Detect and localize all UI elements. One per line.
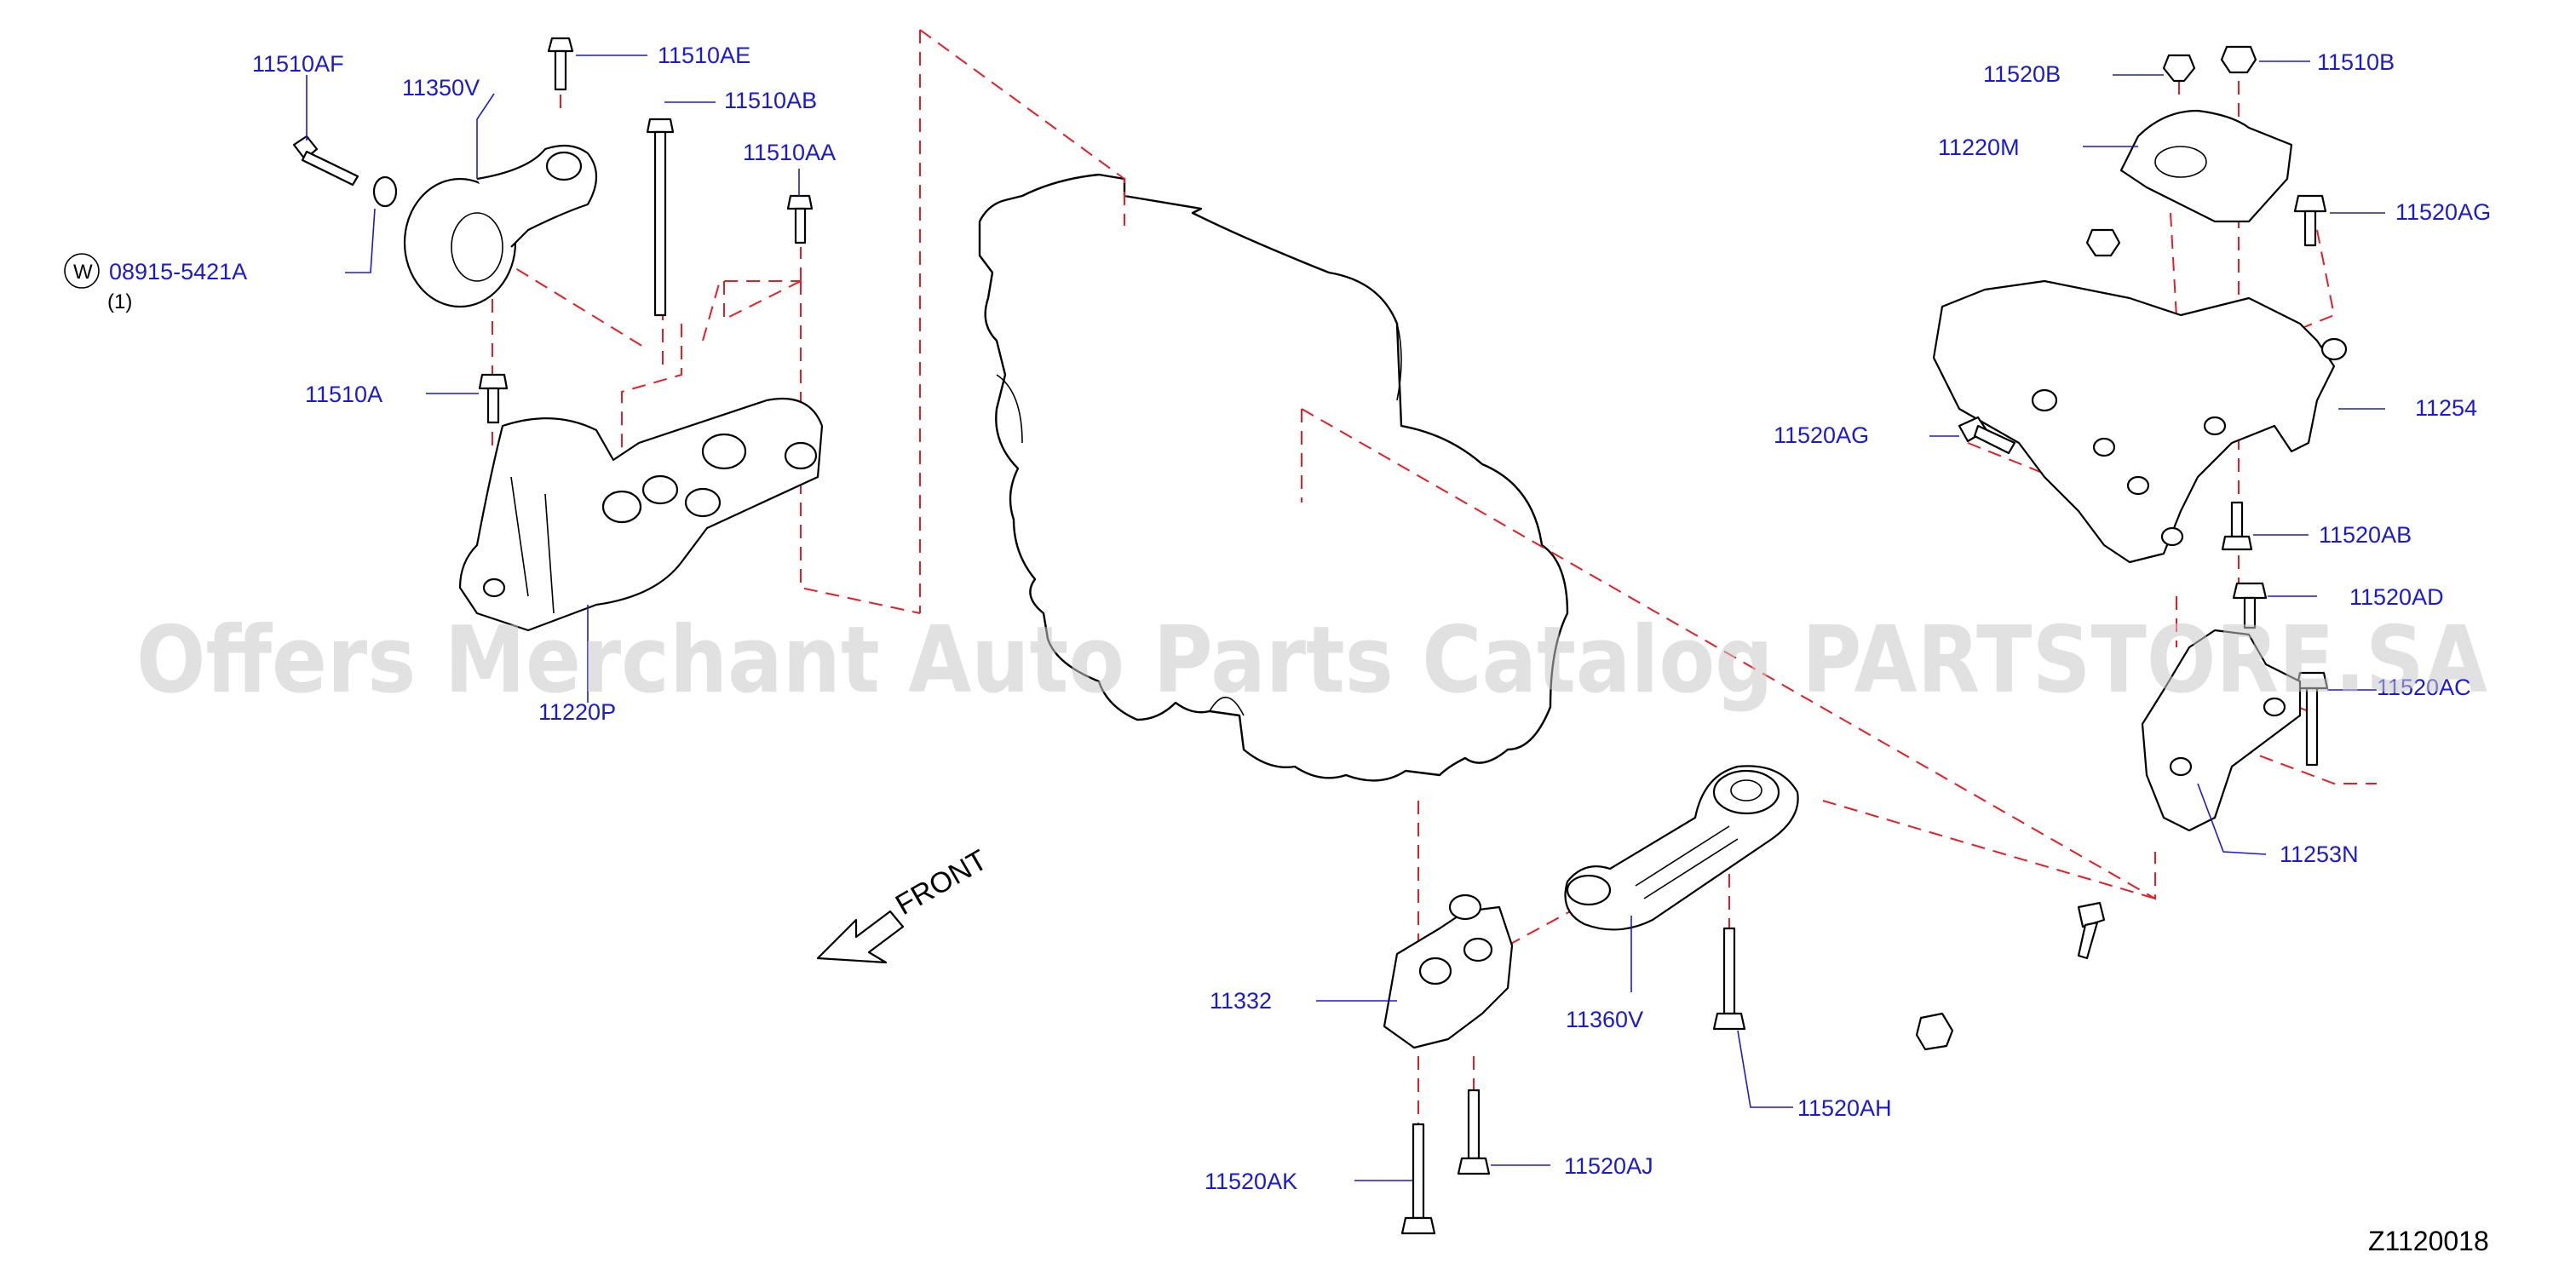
- part-11253N-bracket[interactable]: [2141, 629, 2302, 832]
- label-11520AB[interactable]: 11520AB: [2319, 522, 2412, 548]
- label-11520AJ[interactable]: 11520AJ: [1564, 1153, 1653, 1179]
- part-11510B-nut[interactable]: [2220, 45, 2257, 74]
- svg-text:W: W: [73, 261, 93, 284]
- label-11510AA[interactable]: 11510AA: [743, 140, 836, 165]
- part-11510AA-bolt[interactable]: [786, 194, 814, 244]
- part-nut-lower-right[interactable]: [1915, 1012, 1954, 1051]
- label-11520AD[interactable]: 11520AD: [2349, 584, 2444, 610]
- label-11510B[interactable]: 11510B: [2317, 49, 2395, 75]
- label-11332[interactable]: 11332: [1210, 988, 1272, 1014]
- part-bolt-lower-right[interactable]: [2077, 901, 2106, 960]
- part-11520AK-bolt[interactable]: [1400, 1123, 1436, 1235]
- label-11520AC[interactable]: 11520AC: [2377, 675, 2471, 700]
- front-label: FRONT: [890, 843, 992, 921]
- label-11253N[interactable]: 11253N: [2280, 842, 2359, 867]
- part-11220P-mount[interactable]: [458, 397, 824, 632]
- part-11520AC-bolt[interactable]: [2295, 671, 2329, 767]
- part-11510AF-bolt[interactable]: [292, 135, 359, 187]
- part-11254-bracket[interactable]: [1932, 279, 2348, 564]
- part-11520AB-bolt[interactable]: [2221, 501, 2253, 551]
- label-11360V[interactable]: 11360V: [1566, 1007, 1643, 1032]
- label-11520B[interactable]: 11520B: [1983, 61, 2061, 87]
- part-11332-mount[interactable]: [1383, 893, 1514, 1049]
- label-11220P[interactable]: 11220P: [538, 699, 616, 725]
- part-11220M-mount[interactable]: [2119, 109, 2293, 223]
- watermark-text: Offers Merchant Auto Parts Catalog PARTS…: [136, 607, 2487, 714]
- label-11254[interactable]: 11254: [2415, 395, 2477, 421]
- label-11220M[interactable]: 11220M: [1938, 135, 2020, 160]
- washer-symbol-icon: W: [64, 253, 100, 289]
- label-11520AH[interactable]: 11520AH: [1797, 1095, 1892, 1121]
- part-labels: 11510AF 11350V 11510AE 11510AB 11510AA W…: [64, 43, 2491, 1194]
- label-11520AG-left[interactable]: 11520AG: [1774, 422, 1869, 448]
- front-arrow-icon: [816, 910, 905, 964]
- part-11520AJ-bolt[interactable]: [1457, 1089, 1491, 1175]
- part-11520AG-top-bolt[interactable]: [2293, 194, 2327, 247]
- part-11510AB-bolt[interactable]: [646, 118, 675, 317]
- engine-block: [978, 173, 1569, 782]
- part-11520AD-bolt[interactable]: [2232, 582, 2268, 629]
- part-11520B-nut[interactable]: [2162, 54, 2196, 83]
- label-11510A[interactable]: 11510A: [305, 382, 382, 407]
- label-11520AG-top[interactable]: 11520AG: [2395, 199, 2491, 225]
- part-11360V-rod[interactable]: [1564, 765, 1799, 931]
- diagram-id: Z1120018: [2368, 1226, 2489, 1256]
- label-11510AB[interactable]: 11510AB: [724, 88, 817, 113]
- leader-lines: [306, 55, 2385, 1181]
- label-08915-5421A[interactable]: 08915-5421A: [109, 259, 247, 284]
- part-11510A-bolt[interactable]: [478, 373, 509, 424]
- label-11510AE[interactable]: 11510AE: [658, 43, 750, 68]
- label-11520AK[interactable]: 11520AK: [1205, 1169, 1297, 1194]
- label-11510AF[interactable]: 11510AF: [252, 51, 344, 77]
- part-11520AH-bolt[interactable]: [1712, 927, 1746, 1031]
- part-washer-08915[interactable]: [372, 175, 398, 208]
- label-11350V[interactable]: 11350V: [402, 75, 480, 101]
- part-11350V-bracket[interactable]: [403, 144, 597, 308]
- part-11510AE-bolt[interactable]: [547, 37, 574, 91]
- part-11520AG-left-bolt[interactable]: [1958, 416, 2016, 455]
- part-nut-small[interactable]: [2085, 228, 2121, 257]
- label-washer-qty: (1): [107, 290, 132, 313]
